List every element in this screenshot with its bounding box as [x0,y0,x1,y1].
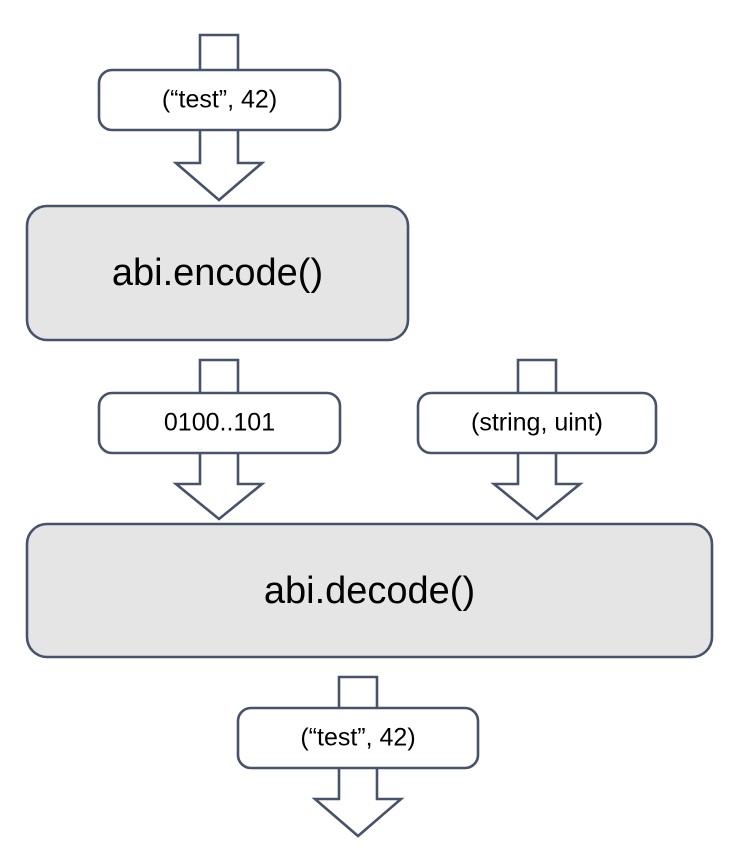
node-type-signature-label: (string, uint) [471,409,603,437]
node-abi-decode-label: abi.decode() [264,570,475,612]
node-layer: (“test”, 42) abi.encode() 0100..101 (str… [25,68,714,770]
node-output-tuple-label: (“test”, 42) [300,724,415,752]
arrow-input-tuple-to-abi-encode [172,126,266,202]
node-encoded-bytes-label: 0100..101 [164,409,275,437]
node-type-signature[interactable]: (string, uint) [416,391,658,455]
node-type-signature-shape[interactable] [416,391,658,455]
node-input-tuple[interactable]: (“test”, 42) [97,68,342,132]
arrow-output-tuple-exit [311,764,405,838]
node-abi-decode-shape[interactable] [25,522,714,659]
node-abi-encode-label: abi.encode() [112,252,323,294]
node-encoded-bytes[interactable]: 0100..101 [97,391,342,455]
arrow-type-signature-to-abi-decode [490,449,584,521]
node-input-tuple-label: (“test”, 42) [162,86,277,114]
arrow-encoded-bytes-to-abi-decode [172,449,266,521]
node-output-tuple[interactable]: (“test”, 42) [236,706,480,770]
connector-layer [172,33,584,838]
node-encoded-bytes-shape[interactable] [97,391,342,455]
node-abi-encode[interactable]: abi.encode() [25,204,410,342]
node-abi-encode-shape[interactable] [25,204,410,342]
node-output-tuple-shape[interactable] [236,706,480,770]
node-abi-decode[interactable]: abi.decode() [25,522,714,659]
node-input-tuple-shape[interactable] [97,68,342,132]
